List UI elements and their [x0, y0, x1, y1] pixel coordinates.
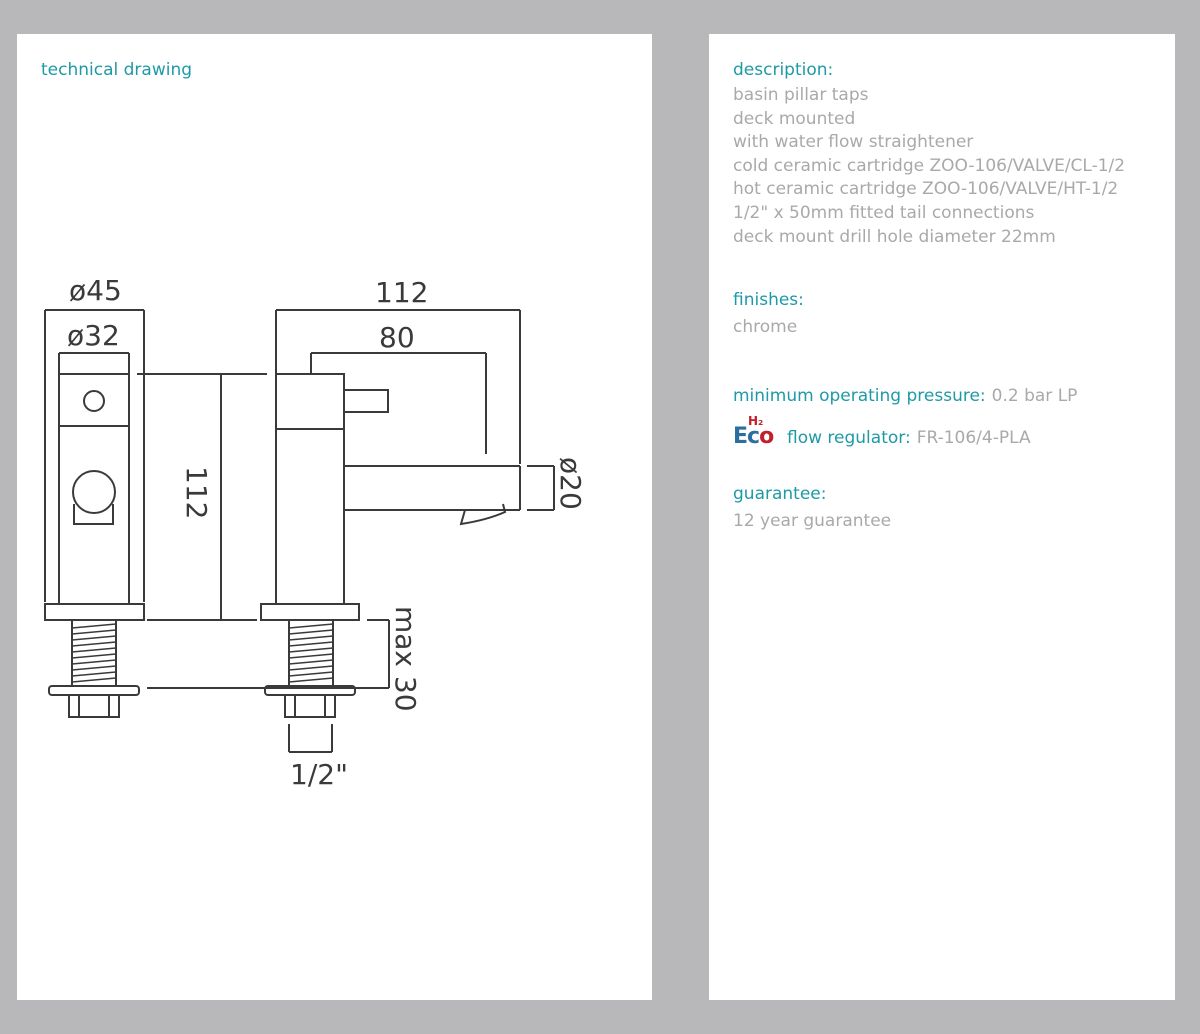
flow-regulator-value: FR-106/4-PLA: [916, 428, 1031, 448]
description-line: 1/2" x 50mm fitted tail connections: [733, 202, 1035, 223]
description-line: deck mount drill hole diameter 22mm: [733, 226, 1056, 247]
right-tap-lever: [343, 389, 389, 413]
description-line: hot ceramic cartridge ZOO-106/VALVE/HT-1…: [733, 179, 1119, 200]
guarantee-section: guarantee: 12 year guarantee: [733, 484, 891, 534]
finishes-value: chrome: [733, 317, 798, 337]
left-tap-lever: [72, 470, 116, 514]
description-line: cold ceramic cartridge ZOO-106/VALVE/CL-…: [733, 155, 1126, 176]
specification-panel: description: basin pillar taps deck moun…: [709, 34, 1175, 1000]
left-tap-body: [58, 373, 130, 605]
description-line: with water flow straightener: [733, 132, 974, 153]
label-width112: 112: [375, 276, 428, 309]
finishes-section: finishes: chrome: [733, 290, 804, 340]
label-dia45: ø45: [69, 274, 122, 307]
finishes-heading: finishes:: [733, 290, 804, 310]
right-tap-body: [275, 373, 345, 605]
left-tap-indicator: [83, 390, 105, 412]
label-max30: max 30: [389, 606, 422, 712]
description-line: basin pillar taps: [733, 85, 869, 105]
eco-h2o-logo: Eco H₂: [733, 414, 774, 449]
label-dia32: ø32: [67, 319, 120, 352]
flow-regulator-label: flow regulator:: [787, 428, 911, 448]
drawing-title: technical drawing: [41, 60, 193, 80]
pressure-row: minimum operating pressure:0.2 bar LP: [733, 386, 1077, 406]
flow-regulator-row: Eco H₂ flow regulator:FR-106/4-PLA: [733, 414, 1031, 449]
label-dia20: ø20: [554, 457, 587, 510]
right-tap-flange: [260, 603, 360, 621]
pressure-label: minimum operating pressure:: [733, 386, 986, 406]
label-half-inch: 1/2": [290, 758, 348, 791]
label-width80: 80: [379, 321, 415, 354]
guarantee-heading: guarantee:: [733, 484, 827, 504]
label-height112: 112: [180, 466, 213, 519]
description-section: description: basin pillar taps deck moun…: [733, 60, 1125, 249]
left-tap-flange: [44, 603, 145, 621]
tap-technical-drawing: ø45 ø32 112 80 112 ø20 max 30 1/2": [44, 274, 587, 791]
pressure-value: 0.2 bar LP: [991, 386, 1078, 406]
description-heading: description:: [733, 60, 834, 80]
guarantee-value: 12 year guarantee: [733, 511, 892, 531]
technical-drawing-panel: technical drawing: [17, 34, 652, 1000]
description-line: deck mounted: [733, 108, 856, 129]
